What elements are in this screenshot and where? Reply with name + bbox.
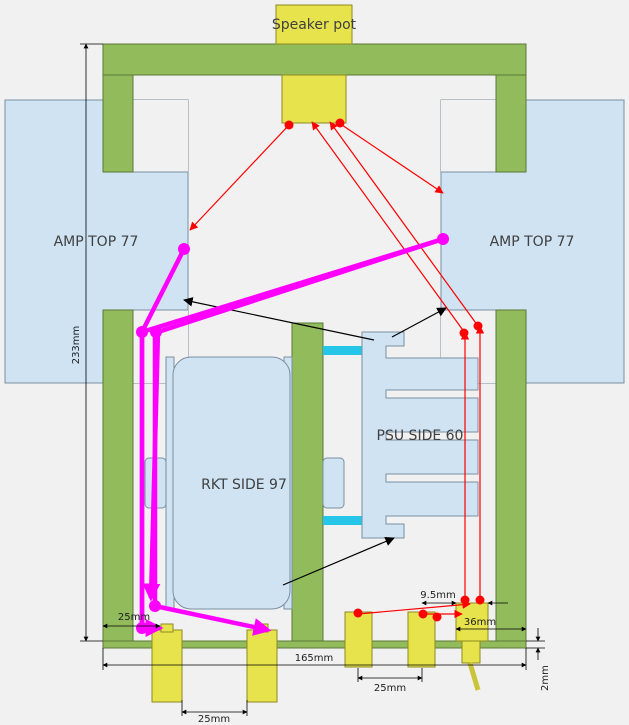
frame-left-upper	[102, 74, 134, 173]
amp-right-label: AMP TOP 77	[490, 234, 575, 250]
speaker-pot-label: Speaker pot	[272, 17, 357, 33]
bottom-connector-3	[344, 611, 373, 668]
signal-wire-pot-to-right-amp	[338, 122, 444, 194]
bottom-connector-4	[407, 611, 436, 668]
amp-left-label: AMP TOP 77	[54, 234, 139, 250]
frame-right-lower	[495, 309, 527, 645]
dim-bottom-clearance: 2mm	[540, 665, 551, 691]
dim-right-offset: 36mm	[464, 617, 496, 628]
psu-module	[361, 331, 479, 539]
signal-wire-connector-3-to-5	[357, 600, 471, 615]
speaker-pot-shaft	[275, 4, 353, 45]
psu-label: PSU SIDE 60	[377, 428, 464, 444]
bottom-connector-1	[151, 629, 183, 703]
signal-points	[284, 118, 485, 622]
dim-left-inset: 25mm	[118, 612, 150, 623]
rkt-tab-right	[322, 457, 345, 509]
bottom-connector-5	[455, 602, 489, 642]
frame-center-post	[291, 322, 324, 642]
dim-bottom-spacing-right: 25mm	[374, 683, 406, 694]
bottom-connector-5-lead	[467, 662, 481, 691]
frame-top	[102, 43, 527, 76]
rkt-label: RKT SIDE 97	[201, 477, 287, 493]
dim-bottom-spacing: 25mm	[198, 714, 230, 725]
pointer-rkt-to-psu	[282, 536, 395, 586]
bottom-connector-5-base	[461, 640, 481, 664]
dim-width: 165mm	[295, 653, 334, 664]
bottom-connector-2	[246, 629, 278, 703]
frame-right-upper	[495, 74, 527, 173]
signal-wire-right-amp-to-pot-a	[311, 121, 466, 334]
signal-wire-right-amp-to-pot-b	[329, 121, 479, 327]
frame-left-lower	[102, 309, 134, 645]
spacer-bottom	[323, 516, 363, 525]
speaker-pot-body	[281, 74, 347, 124]
rkt-module	[172, 356, 291, 610]
dim-right-gap: 9.5mm	[420, 590, 455, 601]
pointer-psu-to-right-amp	[391, 307, 447, 338]
pointer-psu-to-left-amp	[183, 297, 375, 341]
spacer-top	[323, 346, 363, 355]
signal-wire-pot-to-left-amp	[189, 124, 290, 231]
dimension-lines	[80, 43, 545, 716]
dim-height: 233mm	[71, 326, 82, 365]
